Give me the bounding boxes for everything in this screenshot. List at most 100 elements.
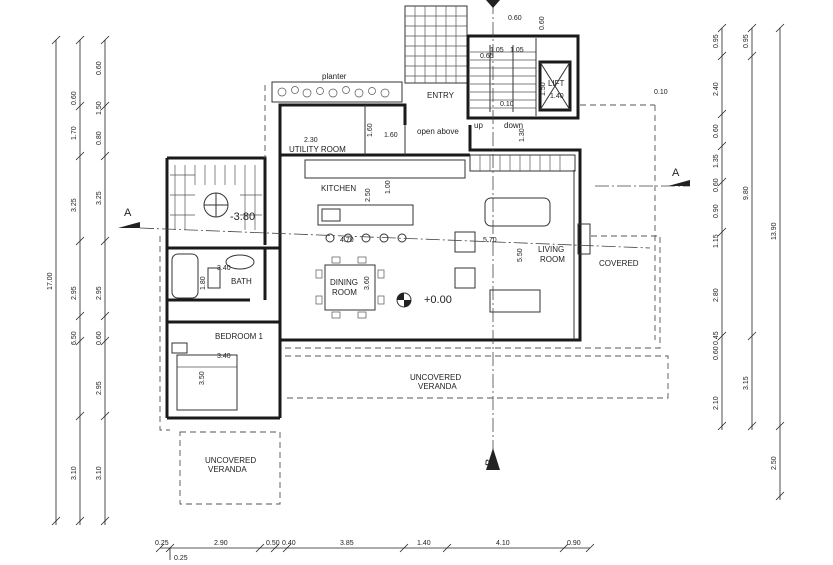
svg-text:3.50: 3.50 — [199, 371, 206, 385]
label-planter: planter — [322, 72, 347, 81]
bedroom-bed — [171, 342, 238, 411]
label-open-above: open above — [417, 127, 459, 136]
svg-text:1.80: 1.80 — [200, 276, 207, 290]
lower-stair — [170, 165, 262, 230]
svg-text:0.80: 0.80 — [96, 131, 103, 145]
bottom-dimension-line — [155, 543, 595, 560]
outer-walls — [165, 103, 591, 420]
svg-text:2.50: 2.50 — [771, 456, 778, 470]
label-dining: DINING — [330, 278, 358, 287]
svg-text:2.95: 2.95 — [96, 286, 103, 300]
svg-text:0.90: 0.90 — [713, 204, 720, 218]
svg-text:1.40: 1.40 — [417, 540, 431, 547]
svg-text:2.50: 2.50 — [365, 188, 372, 202]
section-a-right: A — [672, 167, 680, 179]
bath-fittings — [171, 253, 255, 299]
label-covered: COVERED — [599, 259, 639, 268]
svg-text:0.60: 0.60 — [96, 61, 103, 75]
svg-text:9.80: 9.80 — [743, 186, 750, 200]
svg-text:2.95: 2.95 — [71, 286, 78, 300]
left-dimension-texts: 17.00 0.60 1.70 3.25 2.95 6.50 3.10 0.60… — [47, 61, 103, 480]
svg-text:0.60: 0.60 — [713, 346, 720, 360]
svg-text:2.90: 2.90 — [214, 540, 228, 547]
svg-text:1.00: 1.00 — [385, 180, 392, 194]
living-furniture — [454, 197, 551, 313]
svg-text:3.10: 3.10 — [71, 466, 78, 480]
level-marker-main — [396, 292, 412, 308]
svg-text:0.60: 0.60 — [508, 15, 522, 22]
svg-text:0.95: 0.95 — [743, 34, 750, 48]
svg-text:5.70: 5.70 — [483, 237, 497, 244]
svg-text:6.50: 6.50 — [71, 331, 78, 345]
svg-text:1.15: 1.15 — [713, 234, 720, 248]
label-utility: UTILITY ROOM — [289, 145, 346, 154]
label-bedroom: BEDROOM 1 — [215, 332, 264, 341]
label-kitchen: KITCHEN — [321, 184, 356, 193]
right-dimension-texts: 0.95 2.40 0.60 1.35 0.60 0.90 1.15 2.80 … — [713, 34, 778, 470]
label-uncovered-2: UNCOVERED — [205, 456, 256, 465]
svg-text:0.50: 0.50 — [266, 540, 280, 547]
svg-text:1.60: 1.60 — [367, 123, 374, 137]
svg-text:2.40: 2.40 — [713, 82, 720, 96]
svg-text:17.00: 17.00 — [47, 272, 54, 290]
svg-text:3.15: 3.15 — [743, 376, 750, 390]
svg-text:3.25: 3.25 — [96, 191, 103, 205]
label-veranda-2: VERANDA — [208, 465, 247, 474]
svg-text:0.10: 0.10 — [500, 101, 514, 108]
label-dining-2: ROOM — [332, 288, 357, 297]
svg-text:0.90: 0.90 — [567, 540, 581, 547]
svg-text:0.60: 0.60 — [713, 124, 720, 138]
svg-text:4.70: 4.70 — [340, 237, 354, 244]
svg-text:1.50: 1.50 — [540, 82, 547, 96]
label-lift: LIFT — [548, 79, 565, 88]
svg-text:0.60: 0.60 — [71, 91, 78, 105]
svg-text:0.60: 0.60 — [96, 331, 103, 345]
section-b-bottom: B — [484, 459, 496, 466]
label-bath: BATH — [231, 277, 252, 286]
svg-text:3.25: 3.25 — [71, 198, 78, 212]
entry-steps — [404, 5, 468, 84]
svg-text:1.70: 1.70 — [71, 126, 78, 140]
svg-text:2.95: 2.95 — [96, 381, 103, 395]
svg-text:3.60: 3.60 — [364, 276, 371, 290]
section-lines — [118, 0, 690, 470]
svg-text:3.10: 3.10 — [96, 466, 103, 480]
svg-text:0.45: 0.45 — [713, 331, 720, 345]
svg-text:0.40: 0.40 — [282, 540, 296, 547]
svg-text:0.95: 0.95 — [713, 34, 720, 48]
bottom-dimension-texts: 0.25 2.90 0.50 0.40 3.85 1.40 4.10 0.90 … — [155, 540, 581, 562]
planter — [271, 81, 403, 103]
svg-text:1.60: 1.60 — [384, 132, 398, 139]
kitchen-fittings — [304, 154, 576, 243]
stair-core — [466, 34, 580, 120]
label-down: down — [504, 121, 523, 130]
svg-text:13.90: 13.90 — [771, 222, 778, 240]
dining-table — [315, 256, 385, 319]
svg-text:0.25: 0.25 — [174, 555, 188, 562]
svg-text:0.60: 0.60 — [539, 16, 546, 30]
svg-text:1.30: 1.30 — [519, 128, 526, 142]
svg-text:2.10: 2.10 — [713, 396, 720, 410]
svg-text:2.30: 2.30 — [304, 137, 318, 144]
label-living-2: ROOM — [540, 255, 565, 264]
svg-text:0.10: 0.10 — [654, 89, 668, 96]
svg-text:1.35: 1.35 — [713, 154, 720, 168]
section-a-left: A — [124, 207, 132, 219]
label-veranda: VERANDA — [418, 382, 457, 391]
veranda-outline — [159, 85, 669, 505]
svg-text:1.40: 1.40 — [550, 93, 564, 100]
svg-text:1.05: 1.05 — [510, 47, 524, 54]
label-living: LIVING — [538, 245, 564, 254]
svg-text:3.40: 3.40 — [217, 353, 231, 360]
level-main: +0.00 — [424, 294, 452, 306]
svg-text:0.65: 0.65 — [480, 53, 494, 60]
svg-text:1.50: 1.50 — [96, 101, 103, 115]
label-uncovered: UNCOVERED — [410, 373, 461, 382]
svg-text:2.80: 2.80 — [713, 288, 720, 302]
label-entry: ENTRY — [427, 91, 455, 100]
svg-text:3.40: 3.40 — [217, 265, 231, 272]
svg-text:0.60: 0.60 — [713, 178, 720, 192]
svg-text:0.25: 0.25 — [155, 540, 169, 547]
svg-text:4.10: 4.10 — [496, 540, 510, 547]
